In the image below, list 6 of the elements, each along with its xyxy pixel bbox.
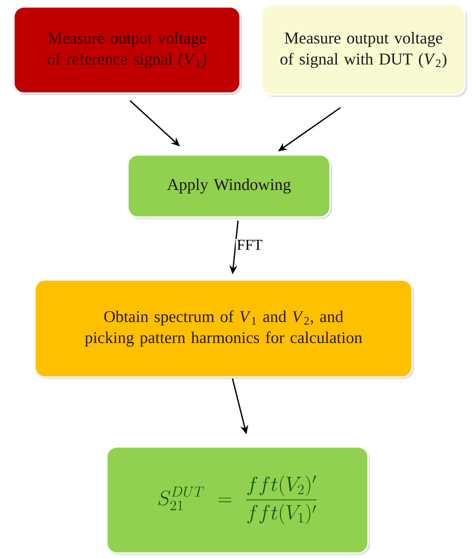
process-box: Measure output voltage of signal with DUT (V$_{2}$): [261, 4, 467, 97]
process-box: $S_{21}^{DUT} = \frac{fft(V_2)'}{fft(V_1)'}$: [106, 446, 370, 555]
process-box: Apply Windowing: [127, 154, 332, 219]
process-box: Measure output voltage of reference signal (V$_{1}$): [13, 6, 242, 95]
process-box: Obtain spectrum of V$_{1}$ and V$_{2}$, and picking pattern harmonics for calculation: [34, 279, 414, 379]
edge-label: FFT: [236, 238, 264, 251]
